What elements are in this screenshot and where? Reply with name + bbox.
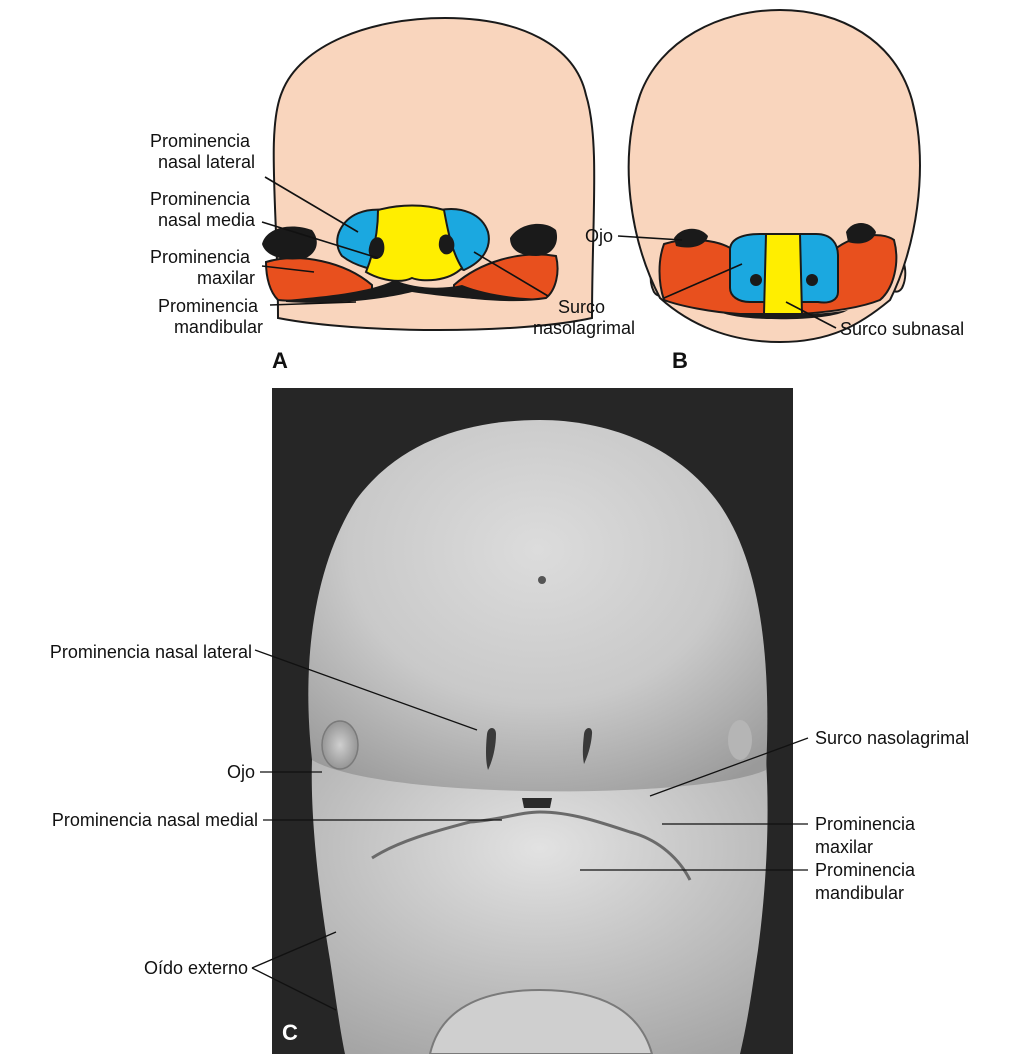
- panel-a-label-nasal-media: Prominencia nasal media: [150, 189, 256, 230]
- panel-c-label-ojo: Ojo: [227, 762, 255, 782]
- panel-c-label-maxilar: Prominencia maxilar: [815, 814, 920, 857]
- panel-b-nostril-left: [750, 274, 762, 286]
- panel-c-label-nasal-medial: Prominencia nasal medial: [52, 810, 258, 830]
- panel-b-label-ojo: Ojo: [585, 226, 613, 246]
- panel-a-drawing: [262, 18, 594, 330]
- panel-a-eye-left: [262, 226, 317, 259]
- panel-b-nostril-right: [806, 274, 818, 286]
- panel-b-letter: B: [672, 348, 688, 373]
- panel-c-mouth-slit: [522, 798, 552, 808]
- panel-c-photo: C: [272, 388, 793, 1054]
- panel-c-eye-right: [728, 720, 752, 760]
- panel-c-label-mandibular: Prominencia mandibular: [815, 860, 920, 903]
- panel-a-label-maxilar: Prominencia maxilar: [150, 247, 255, 288]
- panel-b-nasal-medial: [764, 234, 802, 314]
- panel-c-letter: C: [282, 1020, 298, 1045]
- panel-b-label-surco-subnasal: Surco subnasal: [840, 319, 964, 339]
- panel-a-letter: A: [272, 348, 288, 373]
- panel-c-label-surco-nasolagrimal: Surco nasolagrimal: [815, 728, 969, 748]
- panel-b-drawing: [629, 10, 920, 342]
- panel-c-label-oido-externo: Oído externo: [144, 958, 248, 978]
- panel-c-spot: [538, 576, 546, 584]
- panel-a-label-mandibular: Prominencia mandibular: [158, 296, 263, 337]
- panel-c-label-nasal-lateral: Prominencia nasal lateral: [50, 642, 252, 662]
- panel-a-label-nasal-lateral: Prominencia nasal lateral: [150, 131, 255, 172]
- panel-c-eye-left: [322, 721, 358, 769]
